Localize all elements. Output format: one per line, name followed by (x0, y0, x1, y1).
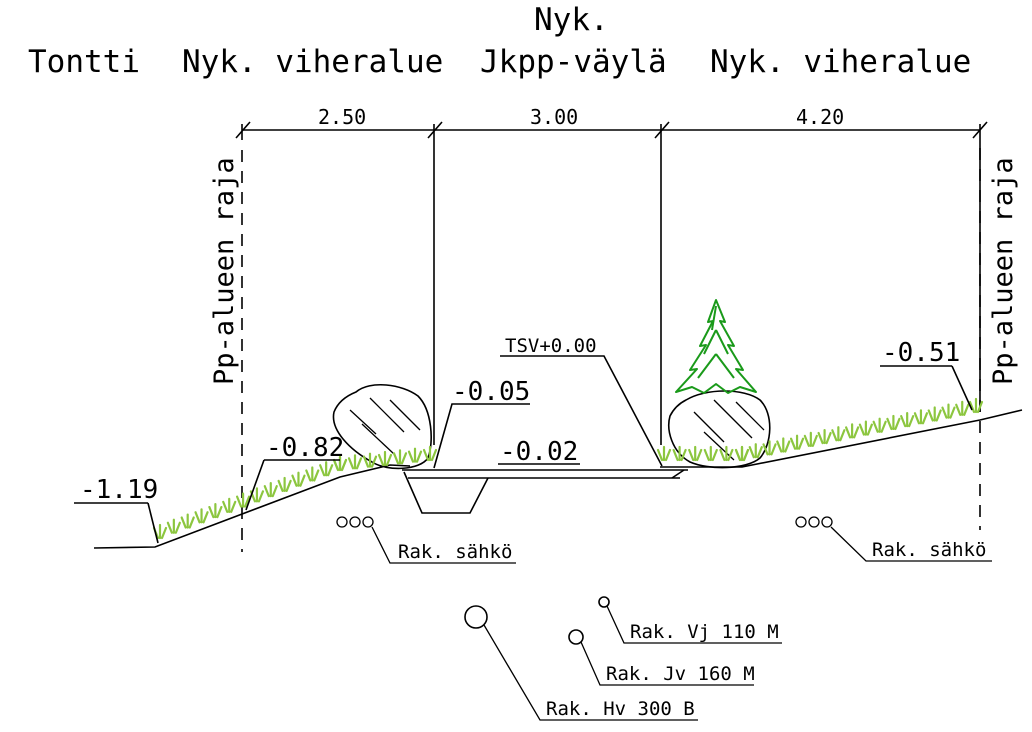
grass-tuft (347, 454, 363, 470)
stone-left (332, 383, 432, 470)
grass-tuft (263, 482, 278, 498)
boundary-label-left: Pp-alueen raja (209, 157, 240, 385)
dimension-tick (427, 121, 443, 139)
grass-tuft (319, 461, 334, 477)
grass-tuft (222, 497, 237, 513)
grass-tuft (762, 440, 777, 456)
path-trench (403, 471, 489, 514)
grass-tuft (831, 426, 846, 442)
waste-water-pipe-icon (568, 629, 754, 686)
grass-tuft (194, 508, 209, 524)
grass-tuft (955, 400, 970, 416)
dimension-tick (654, 121, 670, 139)
grass-tuft (332, 455, 348, 472)
utility-storm-water: Rak. Hv 300 B (546, 698, 695, 720)
grass-tuft (803, 431, 818, 447)
electric-cables-left-icon (336, 516, 516, 564)
grass-tuft (377, 450, 393, 467)
utility-electric-left: Rak. sähkö (398, 541, 512, 563)
grass-tuft (305, 466, 320, 482)
grass-tuft (776, 437, 791, 453)
level-leader-left-slope (245, 459, 265, 511)
grass-tuft (291, 471, 306, 487)
grass-tuft (968, 397, 984, 414)
grass-tuft (927, 406, 942, 422)
level-path-edge: -0.05 (452, 377, 530, 407)
grass-tuft (392, 449, 408, 465)
boundary-label-right: Pp-alueen raja (988, 157, 1019, 385)
grass-tuft (872, 417, 887, 433)
level-left-slope: -0.82 (266, 433, 344, 463)
grass-tuft (277, 476, 292, 493)
electric-cables-right-icon (795, 516, 992, 562)
grass-tuft (748, 443, 763, 459)
dimension-tick (235, 121, 251, 139)
zone-label-path-line2: Jkpp-väylä (480, 44, 667, 80)
grass-tuft (703, 445, 718, 462)
dimension-chain (235, 121, 988, 445)
storm-water-pipe-icon (464, 605, 698, 721)
zone-label-green-right: Nyk. viheralue (710, 44, 971, 80)
grass-tuft (817, 428, 832, 445)
ground-profile-right (660, 409, 1023, 468)
grass-tuft (789, 434, 805, 450)
grass-tuft (734, 445, 750, 462)
grass-tuft (913, 409, 929, 425)
zone-label-green-left: Nyk. viheralue (182, 44, 443, 80)
grass-vegetation (152, 397, 984, 540)
leader-tsv (500, 355, 663, 467)
grass-tuft (845, 423, 860, 439)
grass-tuft (672, 445, 687, 462)
ground-profile-left (93, 464, 411, 549)
stone-right (668, 390, 771, 469)
zone-label-plot: Tontti (28, 44, 140, 80)
grass-tuft (656, 445, 672, 462)
zone-label-path-line1: Nyk. (534, 2, 609, 38)
grass-tuft (235, 492, 251, 508)
grass-tuft (180, 513, 195, 529)
grass-tuft (407, 447, 423, 463)
grass-tuft (166, 518, 181, 534)
grass-tuft (362, 452, 378, 468)
grass-tuft (900, 412, 915, 428)
level-path-center: -0.02 (500, 437, 578, 467)
grass-tuft (422, 445, 438, 462)
tree-icon (675, 299, 757, 394)
level-right: -0.51 (882, 338, 960, 368)
leader-edge-level (433, 403, 530, 469)
grass-tuft (941, 403, 956, 419)
grass-tuft (858, 420, 873, 436)
utility-water-supply: Rak. Vj 110 M (630, 621, 779, 643)
path-structure (402, 355, 688, 514)
path-edge-right (671, 469, 685, 479)
dimension-right: 4.20 (796, 105, 844, 129)
utility-waste-water: Rak. Jv 160 M (606, 663, 755, 685)
grass-tuft (208, 502, 223, 519)
dimension-path: 3.00 (530, 105, 578, 129)
level-far-left: -1.19 (80, 475, 158, 505)
level-leader-right (951, 365, 973, 411)
grass-tuft (688, 445, 703, 462)
dimension-left: 2.50 (318, 105, 366, 129)
level-leader-far-left (147, 502, 159, 544)
grass-tuft (719, 445, 734, 462)
grass-tuft (886, 414, 901, 431)
level-reference: TSV+0.00 (505, 335, 597, 357)
water-supply-pipe-icon (598, 596, 782, 644)
utility-electric-right: Rak. sähkö (872, 539, 986, 561)
